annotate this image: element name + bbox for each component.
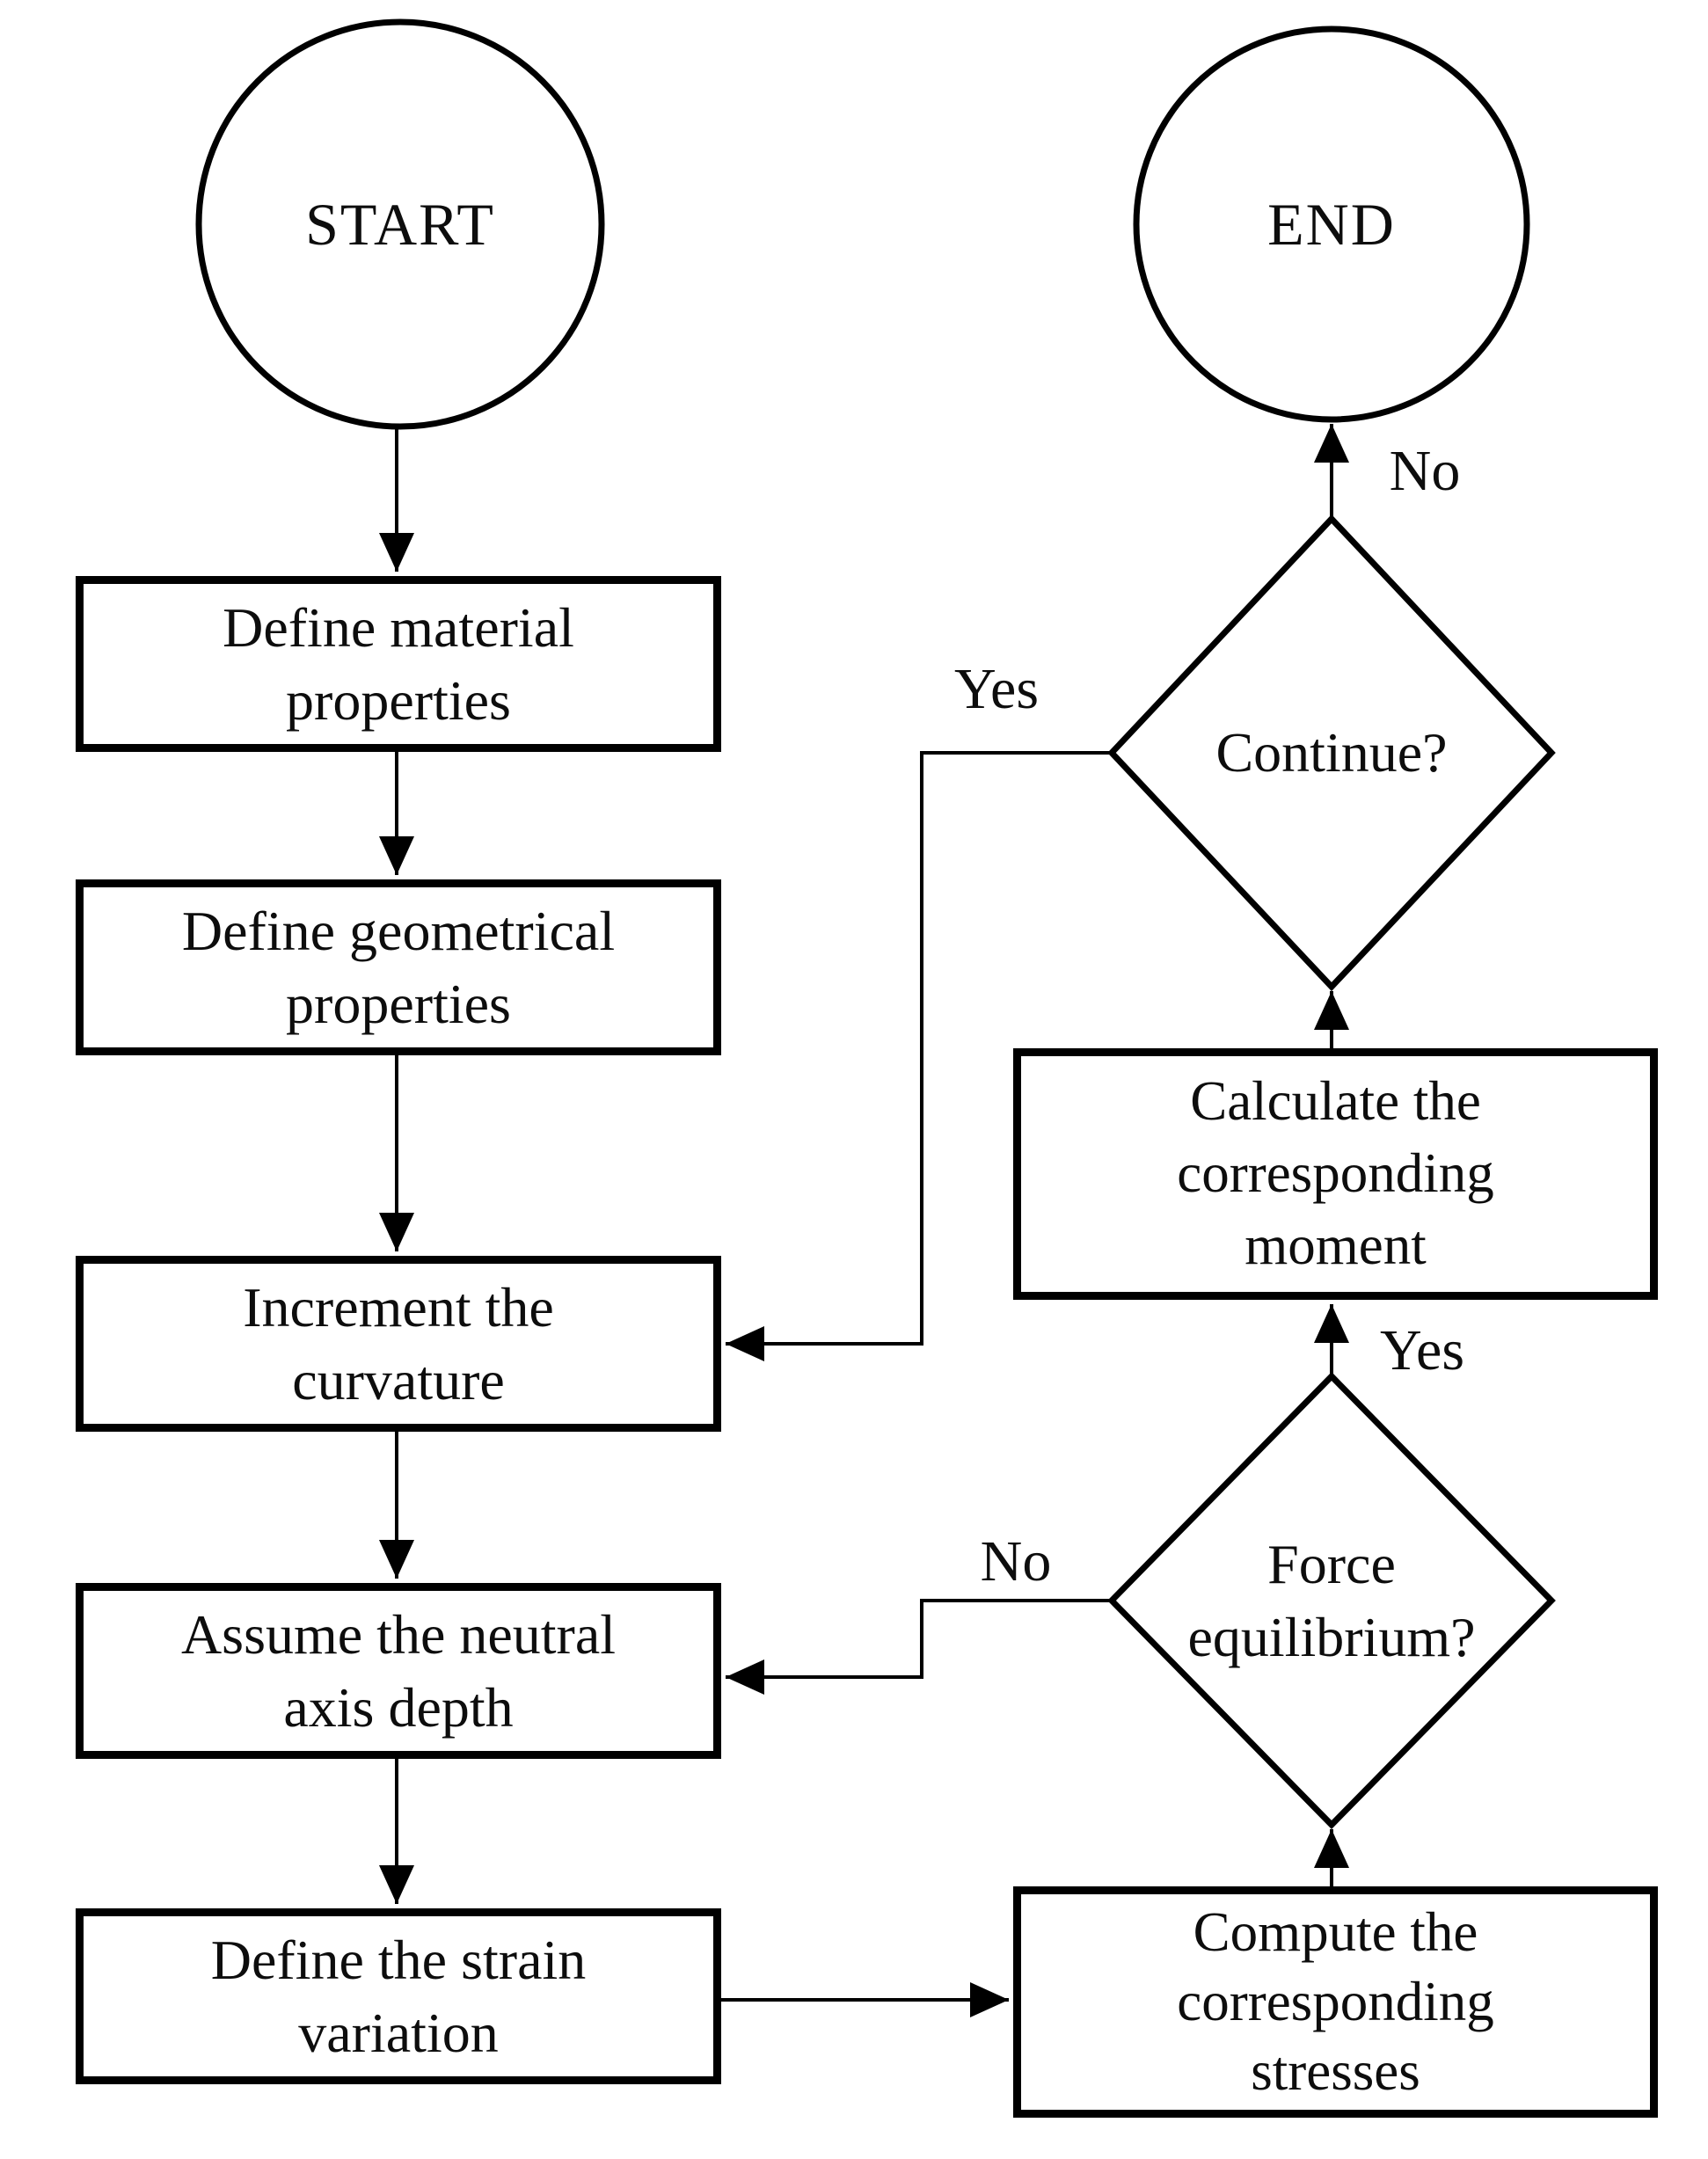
process-increment-curvature: Increment the curvature: [76, 1256, 721, 1432]
decision-continue-label: Continue?: [1215, 721, 1448, 784]
start-terminal-shape: [195, 18, 605, 430]
force-equilibrium-decision-shape: [1107, 1372, 1556, 1829]
arrow-force-no-to-assume-neutral-axis: [726, 1599, 1112, 1695]
edge-label-yes-to-calculate: Yes: [1379, 1318, 1465, 1382]
edge-label-no-to-assume: No: [980, 1529, 1052, 1594]
process-assume-neutral-axis: Assume the neutral axis depth: [76, 1583, 721, 1759]
continue-decision-shape: [1107, 514, 1556, 992]
end-terminal-label: END: [1267, 190, 1396, 258]
end-terminal-shape: [1133, 26, 1530, 423]
start-terminal-label: START: [305, 190, 495, 258]
process-compute-stresses: Compute the corresponding stresses: [1013, 1886, 1658, 2118]
process-define-material: Define material properties: [76, 576, 721, 752]
edge-label-no-to-end: No: [1389, 439, 1461, 503]
arrow-continue-yes-to-increment-curvature: [726, 751, 1112, 1361]
decision-force-equilibrium-label: Force equilibrium?: [1187, 1532, 1476, 1668]
edge-label-yes-to-increment: Yes: [953, 657, 1040, 721]
process-calculate-moment: Calculate the corresponding moment: [1013, 1048, 1658, 1300]
process-define-geometrical: Define geometrical properties: [76, 879, 721, 1055]
process-define-strain: Define the strain variation: [76, 1908, 721, 2084]
